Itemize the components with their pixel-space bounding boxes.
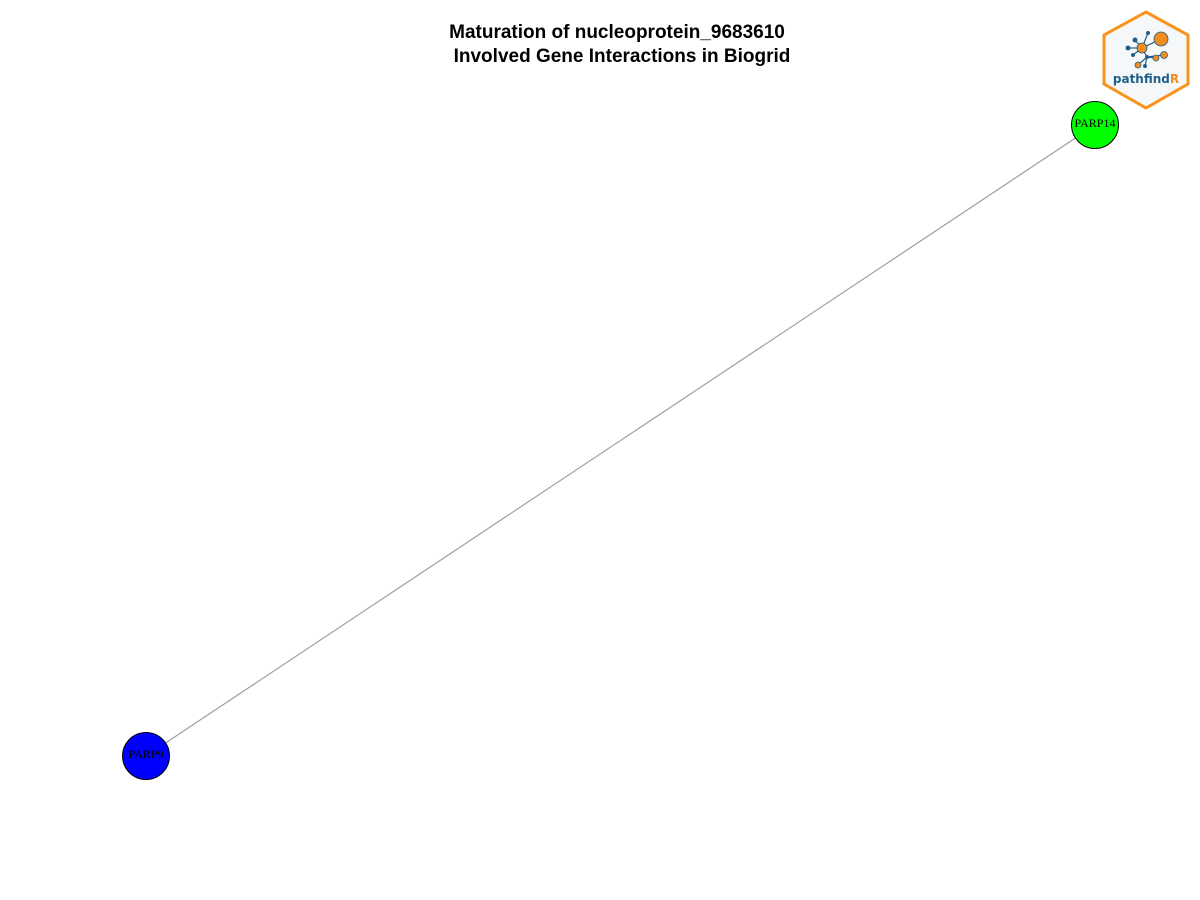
node-circle-parp9[interactable]: [122, 732, 170, 780]
pathfindr-logo: pathfindR: [1102, 10, 1190, 110]
logo-network-icon: [1125, 31, 1169, 69]
logo-text-accent: R: [1170, 72, 1179, 86]
title-line-2: Involved Gene Interactions in Biogrid: [454, 46, 791, 67]
node-label-parp9: PARP9: [129, 747, 164, 761]
node-parp14[interactable]: PARP14: [1071, 101, 1119, 149]
edge-group: [145, 124, 1096, 757]
edge-parp14-parp9: [145, 124, 1096, 757]
logo-text-main: pathfind: [1113, 72, 1170, 86]
node-label-parp14: PARP14: [1075, 116, 1116, 130]
logo-wordmark: pathfindR: [1113, 72, 1179, 86]
title-line-1: Maturation of nucleoprotein_9683610: [449, 22, 785, 43]
node-circle-parp14[interactable]: [1071, 101, 1119, 149]
node-parp9[interactable]: PARP9: [122, 732, 170, 780]
